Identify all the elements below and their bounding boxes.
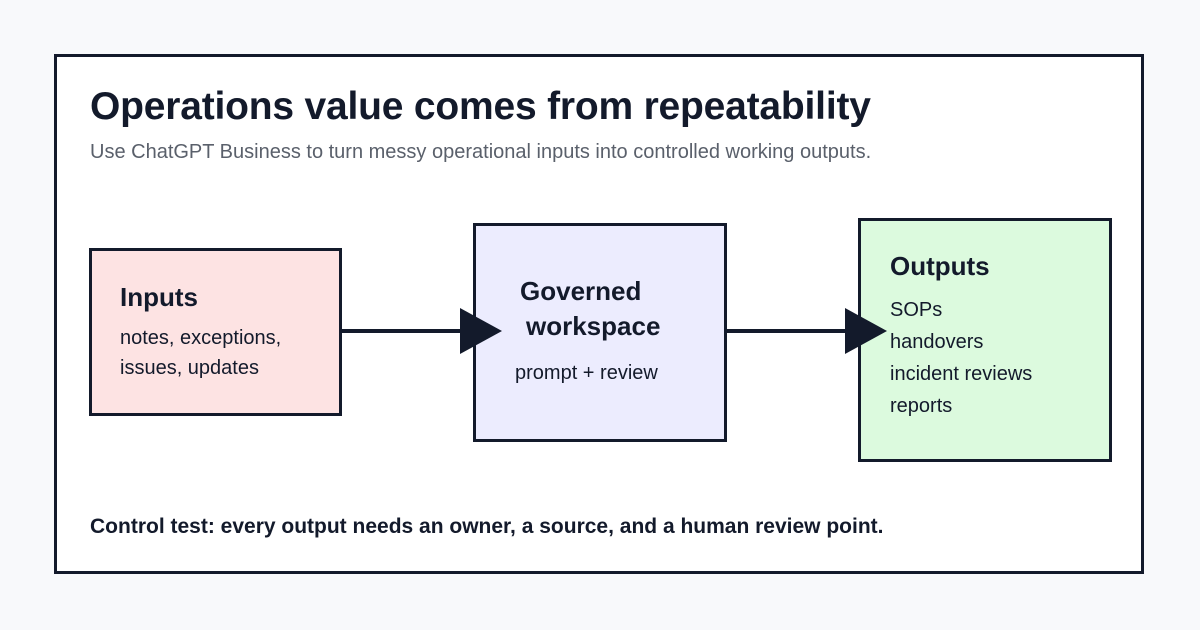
outputs-item-4: reports: [890, 395, 953, 417]
workspace-heading-line-1: Governed: [520, 276, 642, 306]
workspace-detail: prompt + review: [515, 362, 658, 384]
outputs-node: [858, 218, 1112, 462]
inputs-node: [89, 248, 342, 416]
page-title: Operations value comes from repeatabilit…: [90, 85, 871, 128]
outputs-item-2: handovers: [890, 331, 984, 353]
page-subtitle: Use ChatGPT Business to turn messy opera…: [90, 141, 872, 163]
inputs-heading: Inputs: [120, 282, 198, 312]
inputs-line-2: issues, updates: [120, 357, 259, 379]
inputs-line-1: notes, exceptions,: [120, 327, 282, 349]
outputs-item-1: SOPs: [890, 299, 943, 321]
outputs-heading: Outputs: [890, 251, 990, 281]
control-test-note: Control test: every output needs an owne…: [90, 515, 884, 538]
workspace-heading-line-2: workspace: [526, 311, 661, 341]
outputs-item-3: incident reviews: [890, 363, 1033, 385]
